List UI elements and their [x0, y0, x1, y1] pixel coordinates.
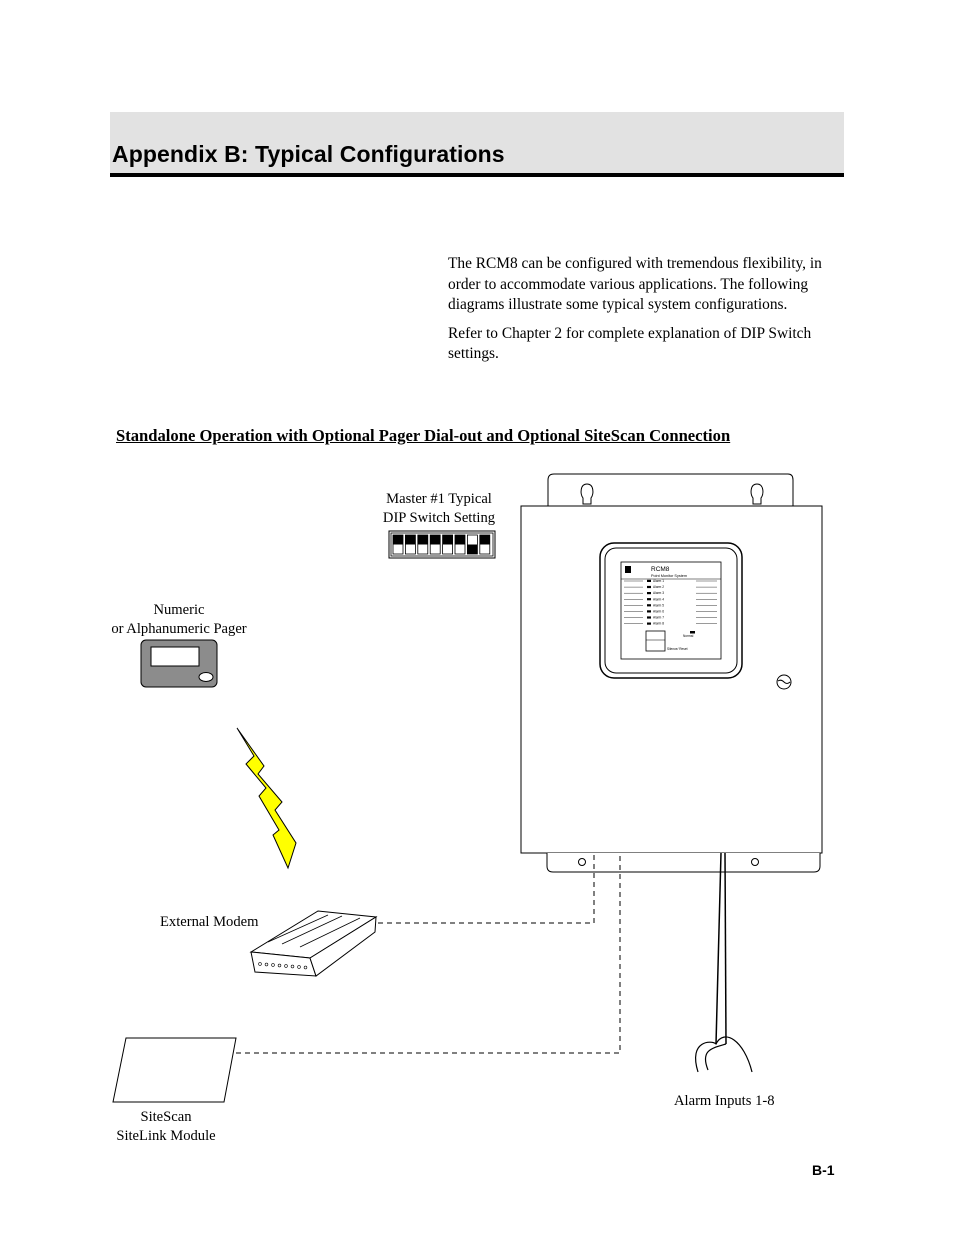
external-modem-icon: [249, 910, 378, 977]
dip-switch-knob: [393, 535, 403, 545]
connection-lines: [236, 853, 621, 1054]
alarm-led: [647, 616, 651, 619]
section-heading: Standalone Operation with Optional Pager…: [116, 426, 731, 445]
page-number: B-1: [812, 1162, 835, 1178]
alarm-label: Alarm 2: [653, 585, 664, 589]
page-title: Appendix B: Typical Configurations: [112, 141, 505, 167]
modem-led: [264, 962, 269, 967]
dip-switch-knob: [467, 544, 478, 554]
dip-switch-knob: [405, 535, 416, 545]
modem-connection-line: [378, 853, 595, 924]
sitescan-module-icon: [112, 1037, 237, 1103]
alarm-led: [647, 622, 651, 625]
alarm-label: Alarm 6: [653, 610, 664, 614]
alarm-label: Alarm 1: [653, 579, 664, 583]
silence-reset-button: [645, 630, 666, 652]
alarm-led: [647, 604, 651, 607]
intro-text: The RCM8 can be configured with tremendo…: [448, 254, 833, 373]
pager-icon: [140, 639, 218, 688]
intro-paragraph-1: The RCM8 can be configured with tremendo…: [448, 255, 822, 313]
alarm-label: Alarm 3: [653, 591, 664, 595]
modem-led: [290, 964, 295, 969]
sitescan-label: SiteScan SiteLink Module: [116, 1109, 216, 1144]
sitescan-connection-line: [236, 853, 621, 1054]
modem-led: [258, 962, 262, 966]
pager-label: Numeric or Alphanumeric Pager: [111, 602, 247, 637]
header-band: [110, 112, 844, 174]
normal-led: [690, 631, 695, 634]
alarm-led: [647, 610, 651, 613]
intro-paragraph-2: Refer to Chapter 2 for complete explanat…: [448, 324, 812, 363]
dip-switch-knob: [455, 535, 465, 545]
alarm-led: [647, 585, 651, 589]
modem-led: [284, 964, 288, 968]
panel-logo-icon: [625, 566, 631, 573]
dip-switch-icon: [388, 530, 496, 559]
panel-normal-label: Normal: [683, 634, 694, 638]
dip-switch-knob: [442, 535, 453, 545]
lightning-icon: [236, 727, 297, 870]
modem-led: [277, 963, 282, 968]
dip-switch-knob: [479, 535, 490, 545]
alarm-input-wires: [695, 852, 753, 1073]
alarm-row-list: Alarm 1 Alarm 2 Alarm 3 Alarm 4 Alarm 5 Alarm…: [624, 579, 717, 626]
alarm-led: [647, 598, 651, 601]
modem-label: External Modem: [160, 914, 259, 930]
rcm8-front-panel: RCM8 Point Monitor System Alarm 1 Alarm 2…: [599, 542, 743, 679]
modem-led: [303, 965, 308, 970]
keyhole-right-icon: [750, 483, 764, 505]
alarm-label: Alarm 4: [653, 597, 664, 601]
panel-silence-label: Silence/ Reset: [667, 647, 688, 651]
keyhole-left-icon: [580, 483, 594, 505]
enclosure-top-bracket: [547, 473, 794, 506]
modem-led: [271, 963, 275, 967]
enclosure-bottom-bracket: [546, 853, 821, 873]
alarm-led: [647, 579, 651, 582]
alarm-label: Alarm 7: [653, 616, 664, 620]
dip-switch-knob: [430, 535, 441, 545]
alarm-label: Alarm 8: [653, 622, 664, 626]
alarm-led: [647, 592, 651, 595]
dip-switch-knob: [417, 535, 428, 545]
header-rule: [110, 173, 844, 177]
key-lock-icon: [776, 674, 792, 690]
alarm-inputs-label: Alarm Inputs 1-8: [674, 1093, 775, 1109]
alarm-label: Alarm 5: [653, 603, 664, 607]
dip-switch-label: Master #1 Typical DIP Switch Setting: [382, 491, 496, 526]
panel-subtitle: Point Monitor System: [651, 574, 687, 578]
panel-brand: RCM8: [651, 566, 670, 573]
modem-led: [297, 965, 301, 969]
